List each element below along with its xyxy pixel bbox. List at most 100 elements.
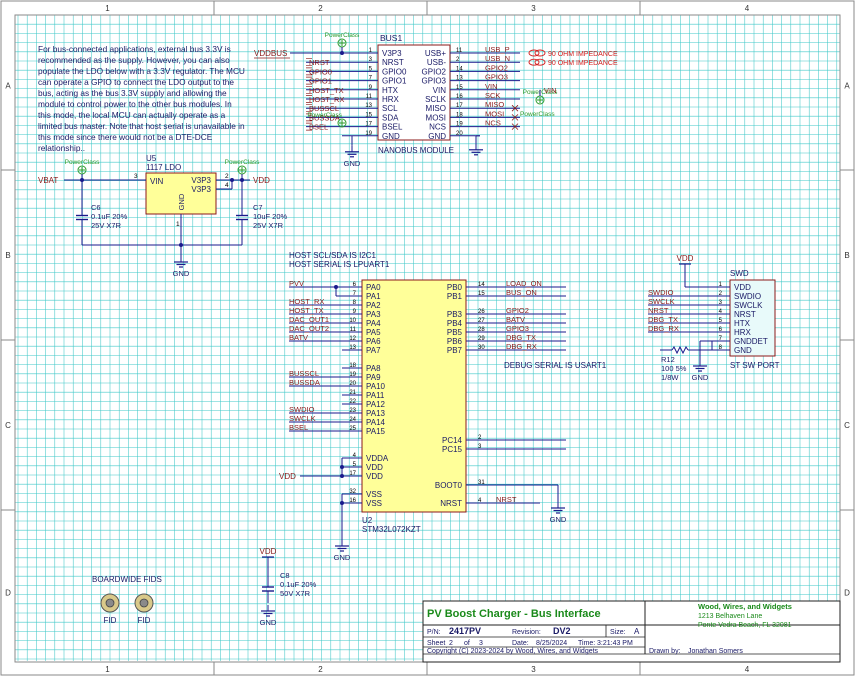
swd-pin-name: VDD (734, 283, 751, 292)
column-marker: 3 (531, 665, 536, 674)
c7-value: 25V X7R (253, 221, 284, 230)
column-marker: 2 (318, 4, 323, 13)
u2-net-label: HOST_RX (289, 297, 324, 306)
ground-symbol (469, 143, 483, 156)
u2-pin-number: 5 (353, 462, 357, 468)
ground-symbol: GND (173, 256, 190, 278)
u2-pin-number: 6 (353, 282, 357, 288)
u2-net-label: PVV (289, 279, 304, 288)
u2-pin-number: 10 (349, 318, 356, 324)
powerclass-label: PowerClass (325, 32, 360, 39)
u2-pin-number: 16 (349, 498, 356, 504)
u5-pin-number: 3 (134, 173, 138, 180)
u2-pin-name: PA0 (366, 283, 381, 292)
bus1-pin-name: BSEL (382, 123, 403, 132)
r12-value: 1/8W (661, 373, 679, 382)
ground-label: GND (260, 618, 277, 627)
row-marker: A (844, 82, 850, 91)
net-port (306, 113, 312, 122)
company-name: Wood, Wires, and Widgets (698, 602, 792, 611)
column-marker: 1 (105, 4, 110, 13)
net-port (306, 104, 312, 113)
u2-pin-name: PA11 (366, 391, 385, 400)
swd-pin-number: 1 (719, 282, 723, 288)
bus1-pin-name: SCL (382, 104, 398, 113)
bus1-pin-name: GPIO0 (382, 67, 407, 76)
impedance-marker (534, 58, 546, 66)
u2-pin-number: 28 (478, 327, 485, 333)
swd-pin-number: 3 (719, 300, 723, 306)
u2-pin-number: 7 (353, 291, 357, 297)
u2-pin-name: PA13 (366, 409, 386, 418)
powerclass-flag: PowerClass (225, 159, 260, 175)
bus1-pin-number: 19 (456, 122, 463, 128)
u2-value: STM32L072KZT (362, 525, 421, 534)
u5-ref: U5 (146, 154, 157, 163)
swd-pin-name: GNDDET (734, 337, 768, 346)
time-value: 3:21:43 PM (597, 640, 633, 647)
u2-net-label: BSEL (289, 423, 308, 432)
u5-pin-name: V3P3 (191, 176, 211, 185)
ground-label: GND (344, 159, 361, 168)
powerclass-flag: PowerClass (65, 159, 100, 175)
swd-pin-number: 2 (719, 291, 723, 297)
bus1-pin-number: 11 (456, 48, 463, 54)
fiducial-icon (105, 598, 115, 608)
u2-pin-name: PB7 (447, 346, 463, 355)
drawn-by-label: Drawn by: (649, 648, 681, 655)
u5-pin-number: 4 (225, 182, 229, 189)
swd-pin-name: GND (734, 346, 752, 355)
u2-pin-name: PA6 (366, 337, 381, 346)
sheet-value: 2 (449, 640, 453, 647)
u2-pin-name: VDDA (366, 454, 389, 463)
bus1-net-label: HOST_TX (309, 86, 344, 95)
row-marker: B (844, 251, 849, 260)
bus1-net-label: BSEL (309, 123, 328, 132)
bus1-ref: BUS1 (380, 33, 402, 43)
swd-net-label: SWDIO (648, 288, 674, 297)
size-label: Size: (610, 629, 626, 636)
bus1-pin-name: NCS (429, 123, 446, 132)
bus1-pin-name: V3P3 (382, 49, 402, 58)
size-value: A (634, 627, 640, 636)
u2-pin-number: 9 (353, 309, 357, 315)
bus1-pin-name: GND (428, 132, 446, 141)
u2-net-label: GPIO3 (506, 324, 529, 333)
swd-ref: SWD (730, 269, 749, 278)
bus1-pin-name: GPIO2 (422, 67, 447, 76)
u2-pin-name: PA5 (366, 328, 381, 337)
u2-pin-name: PB3 (447, 310, 463, 319)
row-marker: D (5, 589, 11, 598)
bus1-pin-number: 15 (456, 85, 463, 91)
u2-net-label: DAC_OUT2 (289, 324, 329, 333)
u2-note: HOST SERIAL IS LPUART1 (289, 260, 390, 269)
bus1-net-label: MOSI (485, 109, 504, 118)
powerclass-flag: PowerClass (307, 112, 347, 128)
date-label: Date: (512, 640, 529, 647)
power-label: VDD (677, 254, 694, 263)
powerclass-label: PowerClass (225, 159, 260, 166)
u5-pin-number: 1 (176, 221, 180, 228)
c8-value: 50V X7R (280, 589, 311, 598)
bus1-net-label: VIN (485, 82, 498, 91)
bus1-pin-name: SCLK (425, 95, 447, 104)
u2-pin-number: 12 (349, 336, 356, 342)
net-label-vdd: VDD (279, 472, 296, 481)
u5-pin-name: V3P3 (191, 185, 211, 194)
pn-label: P/N: (427, 629, 441, 636)
bus1-pin-number: 11 (366, 94, 373, 100)
resistor-symbol (671, 345, 689, 355)
junction-dot (340, 51, 344, 55)
bus1-pin-name: VIN (433, 86, 447, 95)
impedance-note: 90 OHM IMPEDANCE (548, 60, 618, 67)
row-marker: D (844, 589, 850, 598)
bus1-pin-number: 13 (456, 76, 463, 82)
column-marker: 3 (531, 4, 536, 13)
swd-body (729, 279, 776, 357)
bus1-net-label: BUSSDA (309, 113, 340, 122)
u2-note: HOST SCL/SDA IS I2C1 (289, 251, 377, 260)
bus1-pin-name: MOSI (426, 113, 446, 122)
u2-net-label: BUSSCL (289, 369, 319, 378)
